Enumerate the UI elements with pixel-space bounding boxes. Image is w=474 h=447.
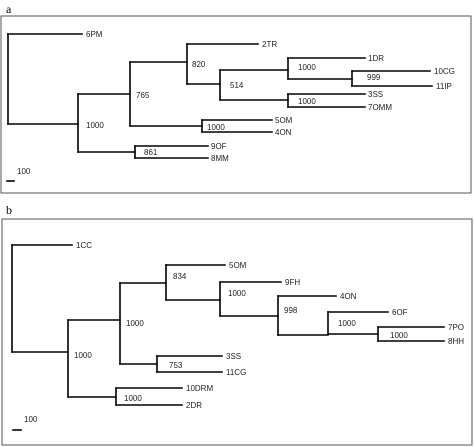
- tree-a-bootstrap-values: 820 765 514 1000 999 1000 1000 1000 861: [86, 60, 381, 157]
- bootstrap-value: 834: [173, 272, 187, 281]
- bootstrap-value: 1000: [390, 331, 408, 340]
- bootstrap-value: 1000: [298, 97, 316, 106]
- tree-b-branches: [11, 244, 445, 406]
- leaf-label: 8HH: [448, 337, 464, 346]
- leaf-label: 7PO: [448, 323, 464, 332]
- bootstrap-value: 514: [230, 81, 244, 90]
- leaf-label: 3SS: [368, 90, 383, 99]
- bootstrap-value: 861: [144, 148, 158, 157]
- leaf-label: 4ON: [340, 292, 357, 301]
- leaf-label: 1CC: [76, 241, 92, 250]
- bootstrap-value: 1000: [228, 289, 246, 298]
- panel-a-frame: [0, 15, 472, 194]
- tree-a-leaf-labels: 6PM 2TR 1DR 10CG 11IP 3SS 7OMM 5OM 4ON 9…: [86, 30, 455, 163]
- panel-a: a: [0, 2, 472, 194]
- leaf-label: 7OMM: [368, 103, 392, 112]
- tree-a-branches: [7, 33, 433, 159]
- leaf-label: 10DRM: [186, 384, 213, 393]
- leaf-label: 2DR: [186, 401, 202, 410]
- leaf-label: 1DR: [368, 54, 384, 63]
- leaf-label: 9FH: [285, 278, 300, 287]
- bootstrap-value: 1000: [338, 319, 356, 328]
- leaf-label: 3SS: [226, 352, 241, 361]
- scale-bar-b: 100: [12, 415, 38, 431]
- leaf-label: 8MM: [211, 154, 229, 163]
- leaf-label: 6OF: [392, 308, 408, 317]
- bootstrap-value: 1000: [74, 351, 92, 360]
- bootstrap-value: 1000: [298, 63, 316, 72]
- panel-b-frame: [1, 218, 473, 446]
- scale-label: 100: [17, 167, 31, 176]
- bootstrap-value: 1000: [126, 319, 144, 328]
- panel-b-label: b: [6, 203, 12, 217]
- bootstrap-value: 765: [136, 91, 150, 100]
- bootstrap-value: 753: [169, 361, 183, 370]
- leaf-label: 5OM: [275, 116, 293, 125]
- leaf-label: 11IP: [436, 82, 452, 91]
- leaf-label: 10CG: [434, 67, 455, 76]
- bootstrap-value: 999: [367, 73, 381, 82]
- leaf-label: 6PM: [86, 30, 103, 39]
- bootstrap-value: 820: [192, 60, 206, 69]
- panel-b: b: [1, 203, 473, 446]
- tree-b-bootstrap-values: 834 1000 998 1000 1000 1000 1000 753 100…: [74, 272, 408, 403]
- leaf-label: 11CG: [226, 368, 246, 377]
- leaf-label: 4ON: [275, 128, 292, 137]
- bootstrap-value: 1000: [86, 121, 104, 130]
- bootstrap-value: 1000: [207, 123, 225, 132]
- scale-label: 100: [24, 415, 38, 424]
- bootstrap-value: 1000: [124, 394, 142, 403]
- leaf-label: 9OF: [211, 142, 227, 151]
- leaf-label: 2TR: [262, 40, 277, 49]
- scale-bar-a: 100: [6, 167, 31, 182]
- bootstrap-value: 998: [284, 306, 298, 315]
- tree-b-leaf-labels: 1CC 5OM 9FH 4ON 6OF 7PO 8HH 3SS 11CG 10D…: [76, 241, 464, 410]
- panel-a-label: a: [6, 2, 12, 16]
- leaf-label: 5OM: [229, 261, 247, 270]
